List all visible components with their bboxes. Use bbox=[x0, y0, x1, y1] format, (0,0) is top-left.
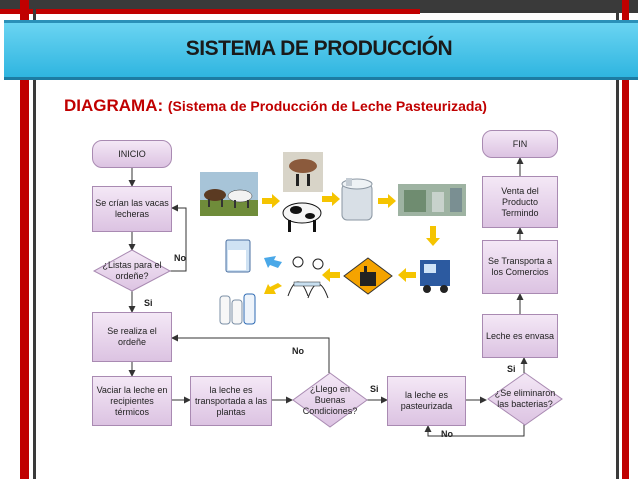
milk-jug-icon bbox=[225, 239, 251, 273]
subtitle: DIAGRAMA: (Sistema de Producción de Lech… bbox=[64, 96, 487, 116]
listas-label: ¿Listas para el ordeñe? bbox=[102, 260, 162, 281]
subtitle-label: DIAGRAMA: bbox=[64, 96, 164, 115]
right-dark-line bbox=[616, 0, 619, 479]
eliminaron-label: ¿Se eliminaron las bacterias? bbox=[494, 388, 556, 409]
edge-label-si-elim: Si bbox=[507, 364, 516, 374]
blue-arrow bbox=[264, 256, 282, 268]
cows-icon bbox=[200, 172, 258, 216]
yellow-arrow-2 bbox=[322, 192, 340, 206]
arrow-eliminaron-no bbox=[424, 424, 525, 437]
arrow-llego-no bbox=[171, 334, 330, 373]
milking-icon bbox=[283, 152, 323, 192]
pasteurizada-node: la leche es pasteurizada bbox=[387, 376, 466, 426]
subtitle-text: (Sistema de Producción de Leche Pasteuri… bbox=[167, 98, 487, 114]
llego-label: ¿Llego en Buenas Condiciones? bbox=[302, 383, 358, 416]
left-red-line bbox=[20, 0, 29, 479]
arrow-listas-no bbox=[170, 204, 187, 272]
envasa-node: Leche es envasa bbox=[482, 314, 558, 358]
cow-icon bbox=[282, 202, 322, 232]
realiza-node: Se realiza el ordeñe bbox=[92, 312, 172, 362]
edge-label-no-elim: No bbox=[441, 429, 453, 439]
start-node: INICIO bbox=[92, 140, 172, 168]
milk-tank-icon bbox=[341, 178, 373, 221]
decision-listas bbox=[92, 249, 172, 292]
edge-label-no-llego: No bbox=[292, 346, 304, 356]
top-red-bar bbox=[0, 9, 420, 14]
transportada-node: la leche es transportada a las plantas bbox=[190, 376, 272, 426]
transporta-node: Se Transporta a los Comercios bbox=[482, 240, 558, 294]
venta-node: Venta del Producto Termindo bbox=[482, 176, 558, 228]
vaciar-node: Vaciar la leche en recipientes térmicos bbox=[92, 376, 172, 426]
yellow-arrow-left-2 bbox=[322, 268, 340, 282]
crian-node: Se crían las vacas lecheras bbox=[92, 186, 172, 232]
left-dark-line bbox=[33, 0, 36, 479]
end-node: FIN bbox=[482, 130, 558, 158]
yellow-arrow-left-3 bbox=[264, 283, 282, 294]
yellow-arrow-down bbox=[426, 226, 440, 246]
yellow-arrow-3 bbox=[378, 194, 396, 208]
page-title: SISTEMA DE PRODUCCIÓN bbox=[185, 37, 453, 60]
yellow-arrow-1 bbox=[262, 194, 280, 208]
process-illustrations bbox=[200, 152, 466, 325]
edge-label-si-listas: Si bbox=[144, 298, 153, 308]
right-red-line bbox=[622, 0, 629, 479]
title-banner bbox=[4, 20, 638, 80]
yellow-arrow-left-1 bbox=[398, 268, 416, 282]
edge-label-no-listas: No bbox=[174, 253, 186, 263]
factory-icon bbox=[398, 184, 466, 216]
lab-workers-icon bbox=[287, 256, 329, 299]
edge-label-si-llego: Si bbox=[370, 384, 379, 394]
truck-icon bbox=[420, 260, 450, 293]
milk-bottles-icon bbox=[219, 293, 256, 325]
decision-llego bbox=[292, 372, 368, 428]
hazard-icon bbox=[343, 257, 393, 295]
decision-eliminaron bbox=[487, 372, 563, 426]
